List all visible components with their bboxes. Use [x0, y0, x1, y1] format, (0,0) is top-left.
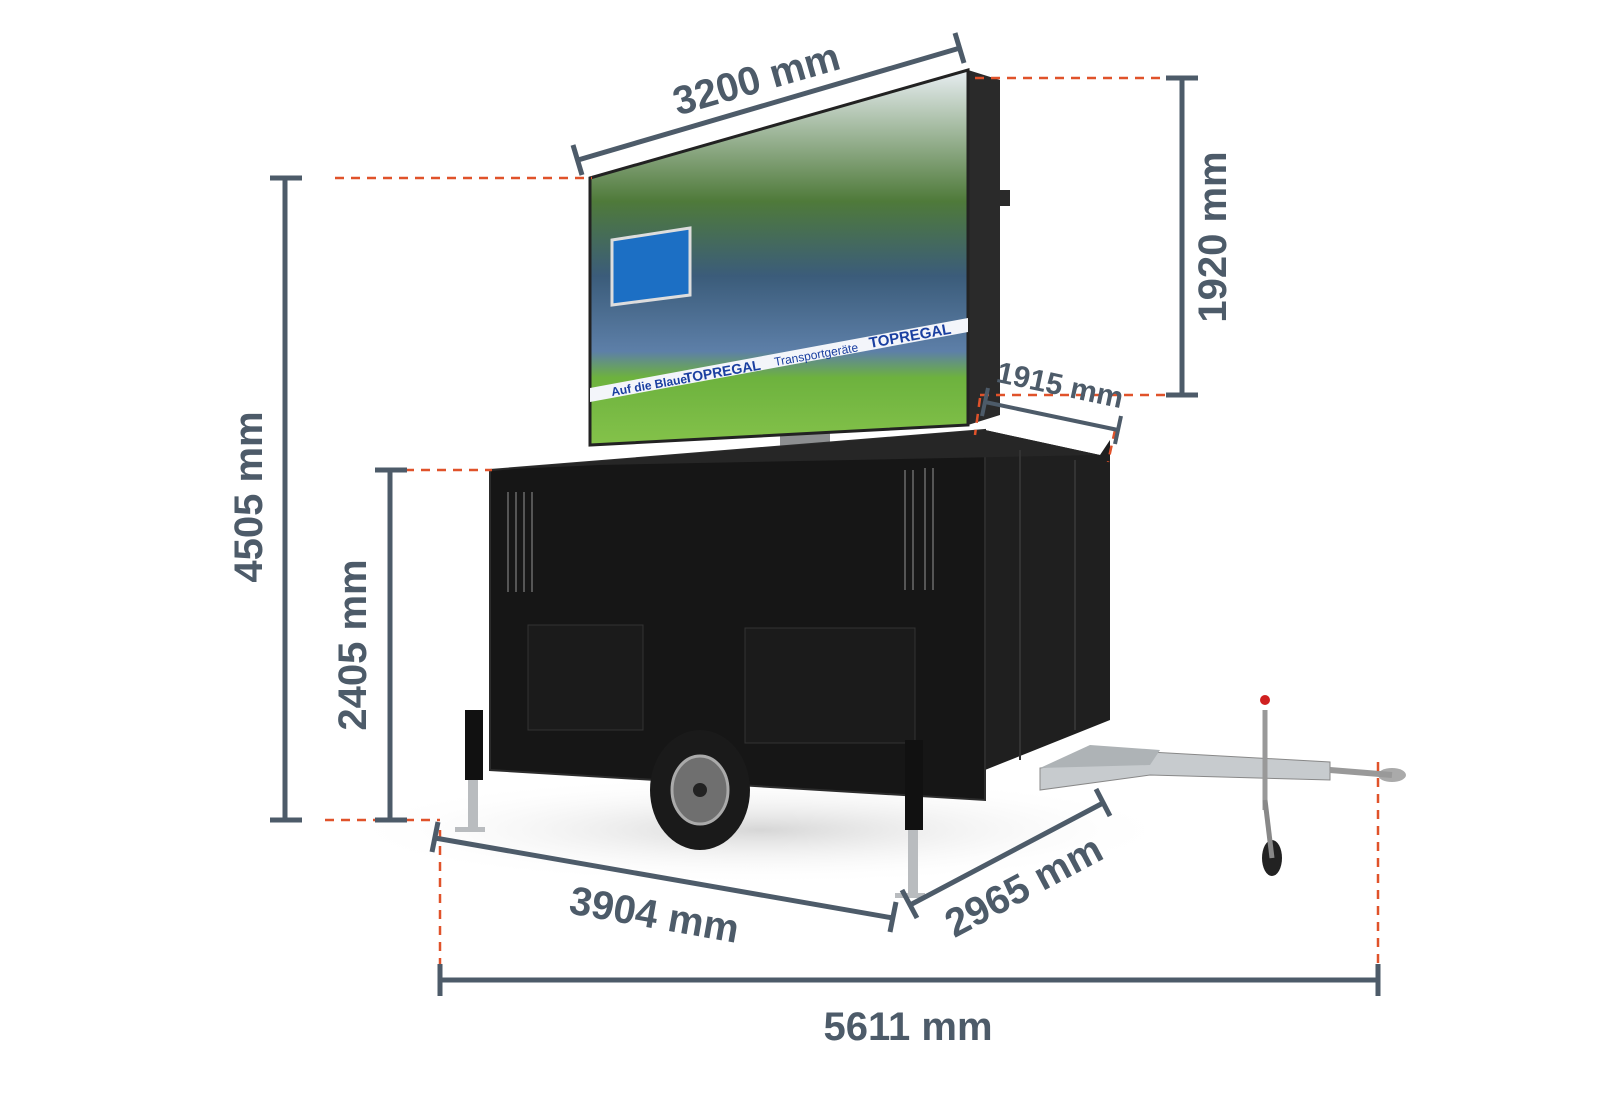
total-length-label: 5611 mm [823, 1005, 992, 1049]
hatch-left [527, 624, 644, 731]
advertising-board [590, 318, 968, 402]
dimension-total-length: 5611 mm [437, 964, 1381, 1049]
trailer-body [489, 428, 1110, 802]
screen-width-label: 3200 mm [668, 35, 845, 124]
screen-height-label: 1920 mm [1191, 151, 1235, 322]
drawbar [1039, 695, 1406, 876]
screen-bracket [990, 190, 1010, 206]
stadium-scoreboard [610, 226, 692, 307]
support-legs [455, 710, 925, 898]
hatch-right [744, 627, 916, 744]
trailer-wheel [650, 730, 750, 850]
dimension-body-height: 2405 mm [331, 467, 407, 823]
body-length-label: 3904 mm [566, 879, 742, 952]
total-height-label: 4505 mm [227, 411, 271, 582]
trailer-side [985, 430, 1110, 770]
extension-lines [325, 76, 1380, 965]
trailer-top [490, 430, 1100, 470]
dimension-total-height: 4505 mm [227, 175, 302, 823]
led-screen: Auf die Blaue! TOPREGAL Transportgeräte … [588, 68, 1010, 450]
vent-right [904, 468, 934, 590]
vent-left [507, 492, 533, 592]
body-height-label: 2405 mm [331, 559, 375, 730]
screen-face [588, 68, 970, 447]
dimension-screen-depth: 1915 mm [980, 356, 1126, 445]
dimension-screen-height: 1920 mm [1166, 75, 1235, 398]
screen-side [968, 70, 1000, 425]
